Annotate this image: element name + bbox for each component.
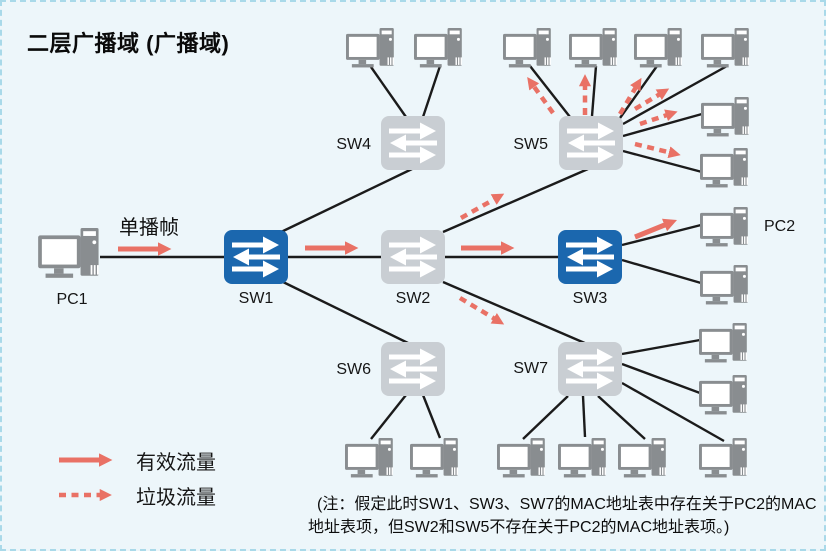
pc-sw4-2: [414, 28, 462, 68]
link-sw2-sw7: [442, 280, 588, 346]
switch-sw5-icon: [559, 116, 623, 170]
link-sw1-sw6: [280, 279, 411, 346]
pc-sw6-2: [410, 438, 458, 478]
pc-sw3-2: [700, 265, 748, 305]
link-sw5-host1: [529, 65, 571, 118]
link-sw3-host2: [621, 258, 702, 285]
solid-arrow-icon: [59, 453, 113, 467]
link-sw3-pc2: [621, 223, 702, 247]
link-sw6-host2: [421, 394, 442, 439]
sw2-label: SW2: [396, 290, 431, 307]
link-sw5-host5: [622, 112, 703, 138]
garbage-flow-sw5-host4: [633, 88, 670, 111]
network-links: [100, 64, 728, 443]
garbage-traffic-arrows: [458, 74, 681, 325]
link-sw7-host6: [621, 381, 725, 443]
pc-sw5-2: [569, 28, 617, 68]
switch-sw6-icon: [381, 342, 445, 396]
link-sw4-host2: [421, 65, 442, 118]
link-sw5-host4: [622, 64, 728, 126]
pc-sw5-3: [634, 28, 682, 68]
sw5-label: SW5: [513, 136, 548, 153]
pc-sw7-1: [699, 323, 747, 363]
pc-sw7-6: [699, 438, 747, 478]
link-sw7-host2: [621, 362, 701, 395]
garbage-flow-sw5-host6: [634, 141, 681, 159]
pc-pc2: [700, 207, 748, 247]
diagram-title: 二层广播域 (广播域): [27, 31, 230, 56]
switch-sw2-icon: [381, 230, 445, 284]
link-sw7-host5: [597, 395, 646, 440]
legend-valid-traffic: 有效流量: [57, 446, 216, 474]
sw7-label: SW7: [513, 360, 548, 377]
garbage-flow-sw5-host1: [527, 77, 555, 115]
legend-garbage-label: 垃圾流量: [136, 486, 216, 509]
garbage-flow-sw5-host5: [639, 109, 678, 127]
pc-sw7-3: [497, 438, 545, 478]
link-sw5-host6: [622, 149, 703, 174]
garbage-flow-sw5-host3: [618, 77, 642, 116]
valid-flow-sw3-pc2: [634, 218, 678, 240]
legend-garbage-traffic: 垃圾流量: [57, 481, 216, 509]
link-sw5-host2: [590, 65, 598, 117]
legend: 有效流量 垃圾流量: [57, 446, 216, 516]
legend-valid-label: 有效流量: [136, 451, 216, 474]
sw6-label: SW6: [336, 361, 371, 378]
switch-sw7-icon: [558, 342, 622, 396]
pc-sw6-1: [345, 438, 393, 478]
note-line1: (注：假定此时SW1、SW3、SW7的MAC地址表中存在关于PC2的MAC: [317, 496, 817, 513]
link-sw7-host4: [581, 395, 587, 438]
link-sw6-host1: [370, 394, 407, 440]
garbage-flow-sw2-sw7: [458, 296, 505, 325]
switch-sw1-icon: [224, 230, 288, 284]
valid-traffic-arrows: [118, 218, 678, 256]
pc-sw4-1: [346, 28, 394, 68]
unicast-frame-label: 单播帧: [119, 216, 179, 239]
pc-sw5-4: [701, 28, 749, 68]
link-sw4-host1: [370, 66, 407, 118]
switch-nodes: [224, 116, 623, 396]
dashed-arrow-icon: [59, 488, 112, 502]
sw4-label: SW4: [336, 136, 371, 153]
switch-sw4-icon: [381, 116, 445, 170]
sw3-label: SW3: [573, 290, 608, 307]
pc1-label: PC1: [56, 291, 87, 308]
pc-sw7-4: [558, 438, 606, 478]
node-labels: PC1 PC2 SW1 SW2 SW3 SW4 SW5 SW6 SW7 单播帧: [56, 136, 795, 378]
pc-sw5-5: [701, 97, 749, 137]
link-sw7-host1: [621, 338, 701, 356]
pc-sw7-2: [699, 375, 747, 415]
link-sw5-host3: [619, 65, 658, 119]
note-text: (注：假定此时SW1、SW3、SW7的MAC地址表中存在关于PC2的MAC 地址…: [308, 493, 824, 539]
pc2-label: PC2: [764, 218, 795, 235]
pc-sw5-6: [700, 148, 748, 188]
link-sw1-sw4: [278, 167, 413, 235]
link-sw7-host3: [522, 395, 569, 440]
pc-sw7-5: [618, 438, 666, 478]
pc-pc1: [38, 228, 99, 278]
note-line2: 地址表项，但SW2和SW5不存在关于PC2的MAC地址表项。): [308, 519, 730, 536]
sw1-label: SW1: [239, 290, 274, 307]
pc-sw5-1: [503, 28, 551, 68]
link-sw2-sw5: [442, 167, 589, 234]
switch-sw3-icon: [558, 230, 622, 284]
